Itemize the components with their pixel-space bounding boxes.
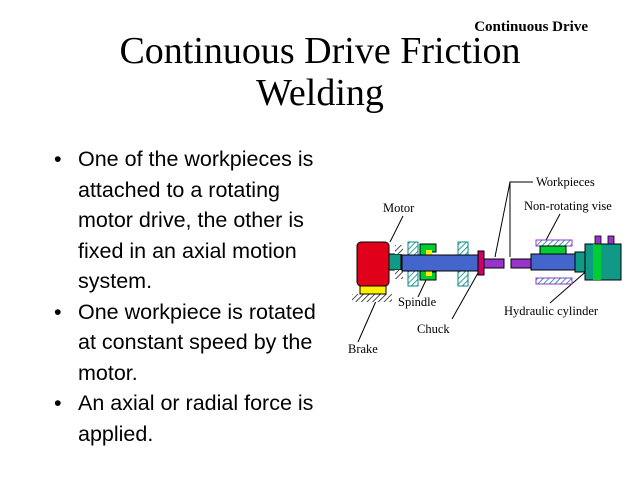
bullet-line: motor drive, the other is [78,208,304,232]
vise-bottom-hatch [535,277,573,285]
clutch-yellow-top [426,250,432,256]
bullet-line: An axial or radial force is [78,391,314,415]
bullet-line: applied. [78,421,154,446]
leader-lines [357,181,591,343]
bullet-item: • One workpiece is rotated at constant s… [54,297,344,389]
corner-label: Continuous Drive [474,19,588,35]
base-hatch [352,294,392,302]
motor-icon [356,241,390,287]
bullet-line: system. [78,269,153,293]
hydraulic-cylinder-icon [584,243,622,281]
bullet-dot: • [54,391,62,415]
hydraulic-port-left [594,235,602,245]
bullet-item: • An axial or radial force is applied. [54,388,344,449]
brake-plate [359,285,387,295]
label-non-rotating-vise: Non-rotating vise [524,199,612,213]
clutch-yellow-bottom [426,270,432,276]
spindle [401,254,481,272]
friction-welding-diagram: Workpieces Motor Non-rotating vise Spind… [348,175,622,356]
label-chuck: Chuck [417,322,450,336]
bullet-list: • One of the workpieces is attached to a… [54,144,344,449]
bullet-line: attached to a rotating [78,177,281,202]
vise-jaw [539,245,567,255]
label-brake: Brake [348,342,378,356]
bullet-dot: • [54,299,62,324]
coupling [388,253,402,271]
bullet-line: motor. [78,360,138,385]
bullet-line: One workpiece is rotated [78,299,316,324]
bullet-item: • One of the workpieces is attached to a… [54,144,344,297]
brake-hatch-top [395,245,403,254]
vise-top-hatch [535,239,573,247]
bullet-line: One of the workpieces is [78,147,314,171]
hydraulic-cylinder-neck [574,251,586,273]
hydraulic-port-right [607,235,615,245]
brake-hatch-bottom [395,270,403,279]
hydraulic-cylinder-band [593,244,601,280]
label-spindle: Spindle [398,295,437,309]
bullet-line: fixed in an axial motion [78,238,297,263]
chuck [477,250,485,276]
bullet-line: at constant speed by the [78,330,313,354]
label-motor: Motor [383,201,415,215]
title-line-1: Continuous Drive Friction [119,30,521,72]
label-hydraulic-cylinder: Hydraulic cylinder [504,304,599,318]
slide-title: Continuous Drive Friction Welding [40,30,600,114]
label-workpieces: Workpieces [536,175,595,189]
workpiece-rotating [483,258,505,269]
workpiece-fixed [510,258,532,269]
bullet-dot: • [54,147,62,171]
vise-body [530,253,576,271]
title-line-2: Welding [256,72,384,114]
